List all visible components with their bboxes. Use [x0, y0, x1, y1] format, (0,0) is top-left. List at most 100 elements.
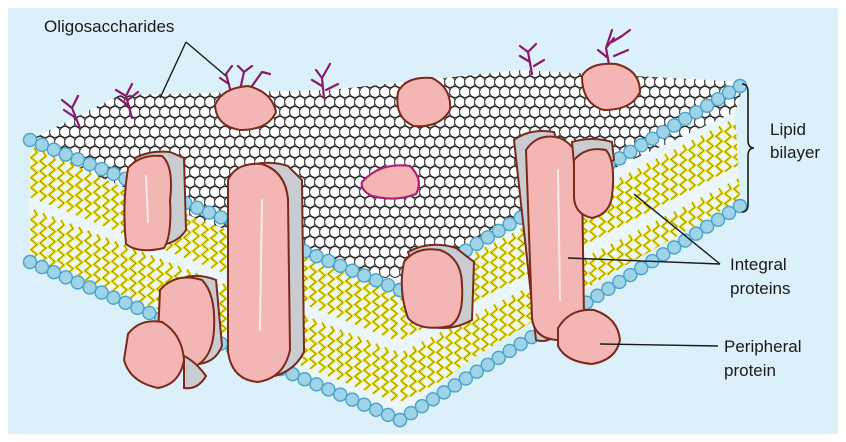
phospholipid-head [580, 127, 591, 138]
phospholipid-head [195, 157, 206, 168]
phospholipid-head [460, 147, 471, 158]
phospholipid-head [500, 187, 511, 198]
phospholipid-head [275, 137, 286, 148]
phospholipid-head [325, 237, 336, 248]
phospholipid-head [560, 87, 571, 98]
phospholipid-head [560, 107, 571, 118]
phospholipid-head [365, 137, 376, 148]
phospholipid-head [480, 187, 491, 198]
phospholipid-head [455, 117, 466, 128]
phospholipid-head [480, 107, 491, 118]
phospholipid-head [110, 127, 121, 138]
phospholipid-head [260, 147, 271, 158]
phospholipid-head [185, 117, 196, 128]
phospholipid-head-edge [370, 274, 383, 287]
phospholipid-head [445, 137, 456, 148]
phospholipid-head [365, 197, 376, 208]
phospholipid-head [150, 127, 161, 138]
phospholipid-head [515, 77, 526, 88]
phospholipid-head [175, 137, 186, 148]
phospholipid-head [440, 147, 451, 158]
phospholipid-head [430, 167, 441, 178]
phospholipid-head [210, 187, 221, 198]
phospholipid-head [305, 137, 316, 148]
phospholipid-head [505, 77, 516, 88]
phospholipid-head [200, 107, 211, 118]
phospholipid-head [370, 247, 381, 258]
phospholipid-head [335, 237, 346, 248]
phospholipid-head-edge [47, 143, 60, 156]
phospholipid-head [265, 137, 276, 148]
phospholipid-head [525, 77, 536, 88]
phospholipid-head [400, 127, 411, 138]
phospholipid-head [500, 167, 511, 178]
phospholipid-head [195, 117, 206, 128]
phospholipid-head [250, 147, 261, 158]
phospholipid-head [215, 197, 226, 208]
phospholipid-head-edge [358, 269, 371, 282]
phospholipid-head-edge [346, 393, 359, 406]
phospholipid-head [95, 137, 106, 148]
phospholipid-head [390, 227, 401, 238]
phospholipid-head [410, 227, 421, 238]
phospholipid-head [295, 157, 306, 168]
phospholipid-head [185, 177, 196, 188]
phospholipid-head [275, 117, 286, 128]
phospholipid-head-edge [143, 306, 156, 319]
phospholipid-head-edge [131, 301, 144, 314]
phospholipid-head [535, 77, 546, 88]
phospholipid-head [75, 137, 86, 148]
phospholipid-head [340, 207, 351, 218]
phospholipid-head [460, 127, 471, 138]
phospholipid-head [665, 77, 676, 88]
phospholipid-head [365, 117, 376, 128]
phospholipid-head [455, 77, 466, 88]
phospholipid-head [215, 137, 226, 148]
phospholipid-head [460, 227, 471, 238]
phospholipid-head [575, 117, 586, 128]
surface-protein-2 [397, 78, 450, 126]
phospholipid-head [320, 147, 331, 158]
phospholipid-head [650, 107, 661, 118]
phospholipid-head-edge [24, 256, 37, 269]
phospholipid-head [115, 137, 126, 148]
phospholipid-head [545, 77, 556, 88]
phospholipid-head [500, 147, 511, 158]
phospholipid-head [460, 207, 471, 218]
phospholipid-head [350, 107, 361, 118]
phospholipid-head [350, 227, 361, 238]
phospholipid-head-edge [346, 264, 359, 277]
phospholipid-head [305, 217, 316, 228]
phospholipid-head [400, 227, 411, 238]
phospholipid-head [570, 127, 581, 138]
phospholipid-head [460, 87, 471, 98]
phospholipid-head [360, 107, 371, 118]
phospholipid-head [505, 97, 516, 108]
phospholipid-head [355, 157, 366, 168]
phospholipid-head [365, 237, 376, 248]
phospholipid-head [350, 127, 361, 138]
phospholipid-head [345, 117, 356, 128]
phospholipid-head [405, 137, 416, 148]
phospholipid-head [305, 117, 316, 128]
phospholipid-head [285, 117, 296, 128]
phospholipid-head [540, 107, 551, 118]
phospholipid-head [285, 97, 296, 108]
phospholipid-head [340, 147, 351, 158]
phospholipid-head [205, 157, 216, 168]
phospholipid-head [85, 137, 96, 148]
phospholipid-head [580, 107, 591, 118]
phospholipid-head [210, 127, 221, 138]
phospholipid-head [100, 107, 111, 118]
phospholipid-head [395, 217, 406, 228]
phospholipid-head-edge [107, 291, 120, 304]
phospholipid-head [340, 187, 351, 198]
phospholipid-head [505, 157, 516, 168]
phospholipid-head [140, 107, 151, 118]
phospholipid-head [460, 107, 471, 118]
phospholipid-head [375, 257, 386, 268]
phospholipid-head [470, 107, 481, 118]
phospholipid-head [455, 177, 466, 188]
phospholipid-head [440, 207, 451, 218]
phospholipid-head-edge [203, 206, 216, 219]
